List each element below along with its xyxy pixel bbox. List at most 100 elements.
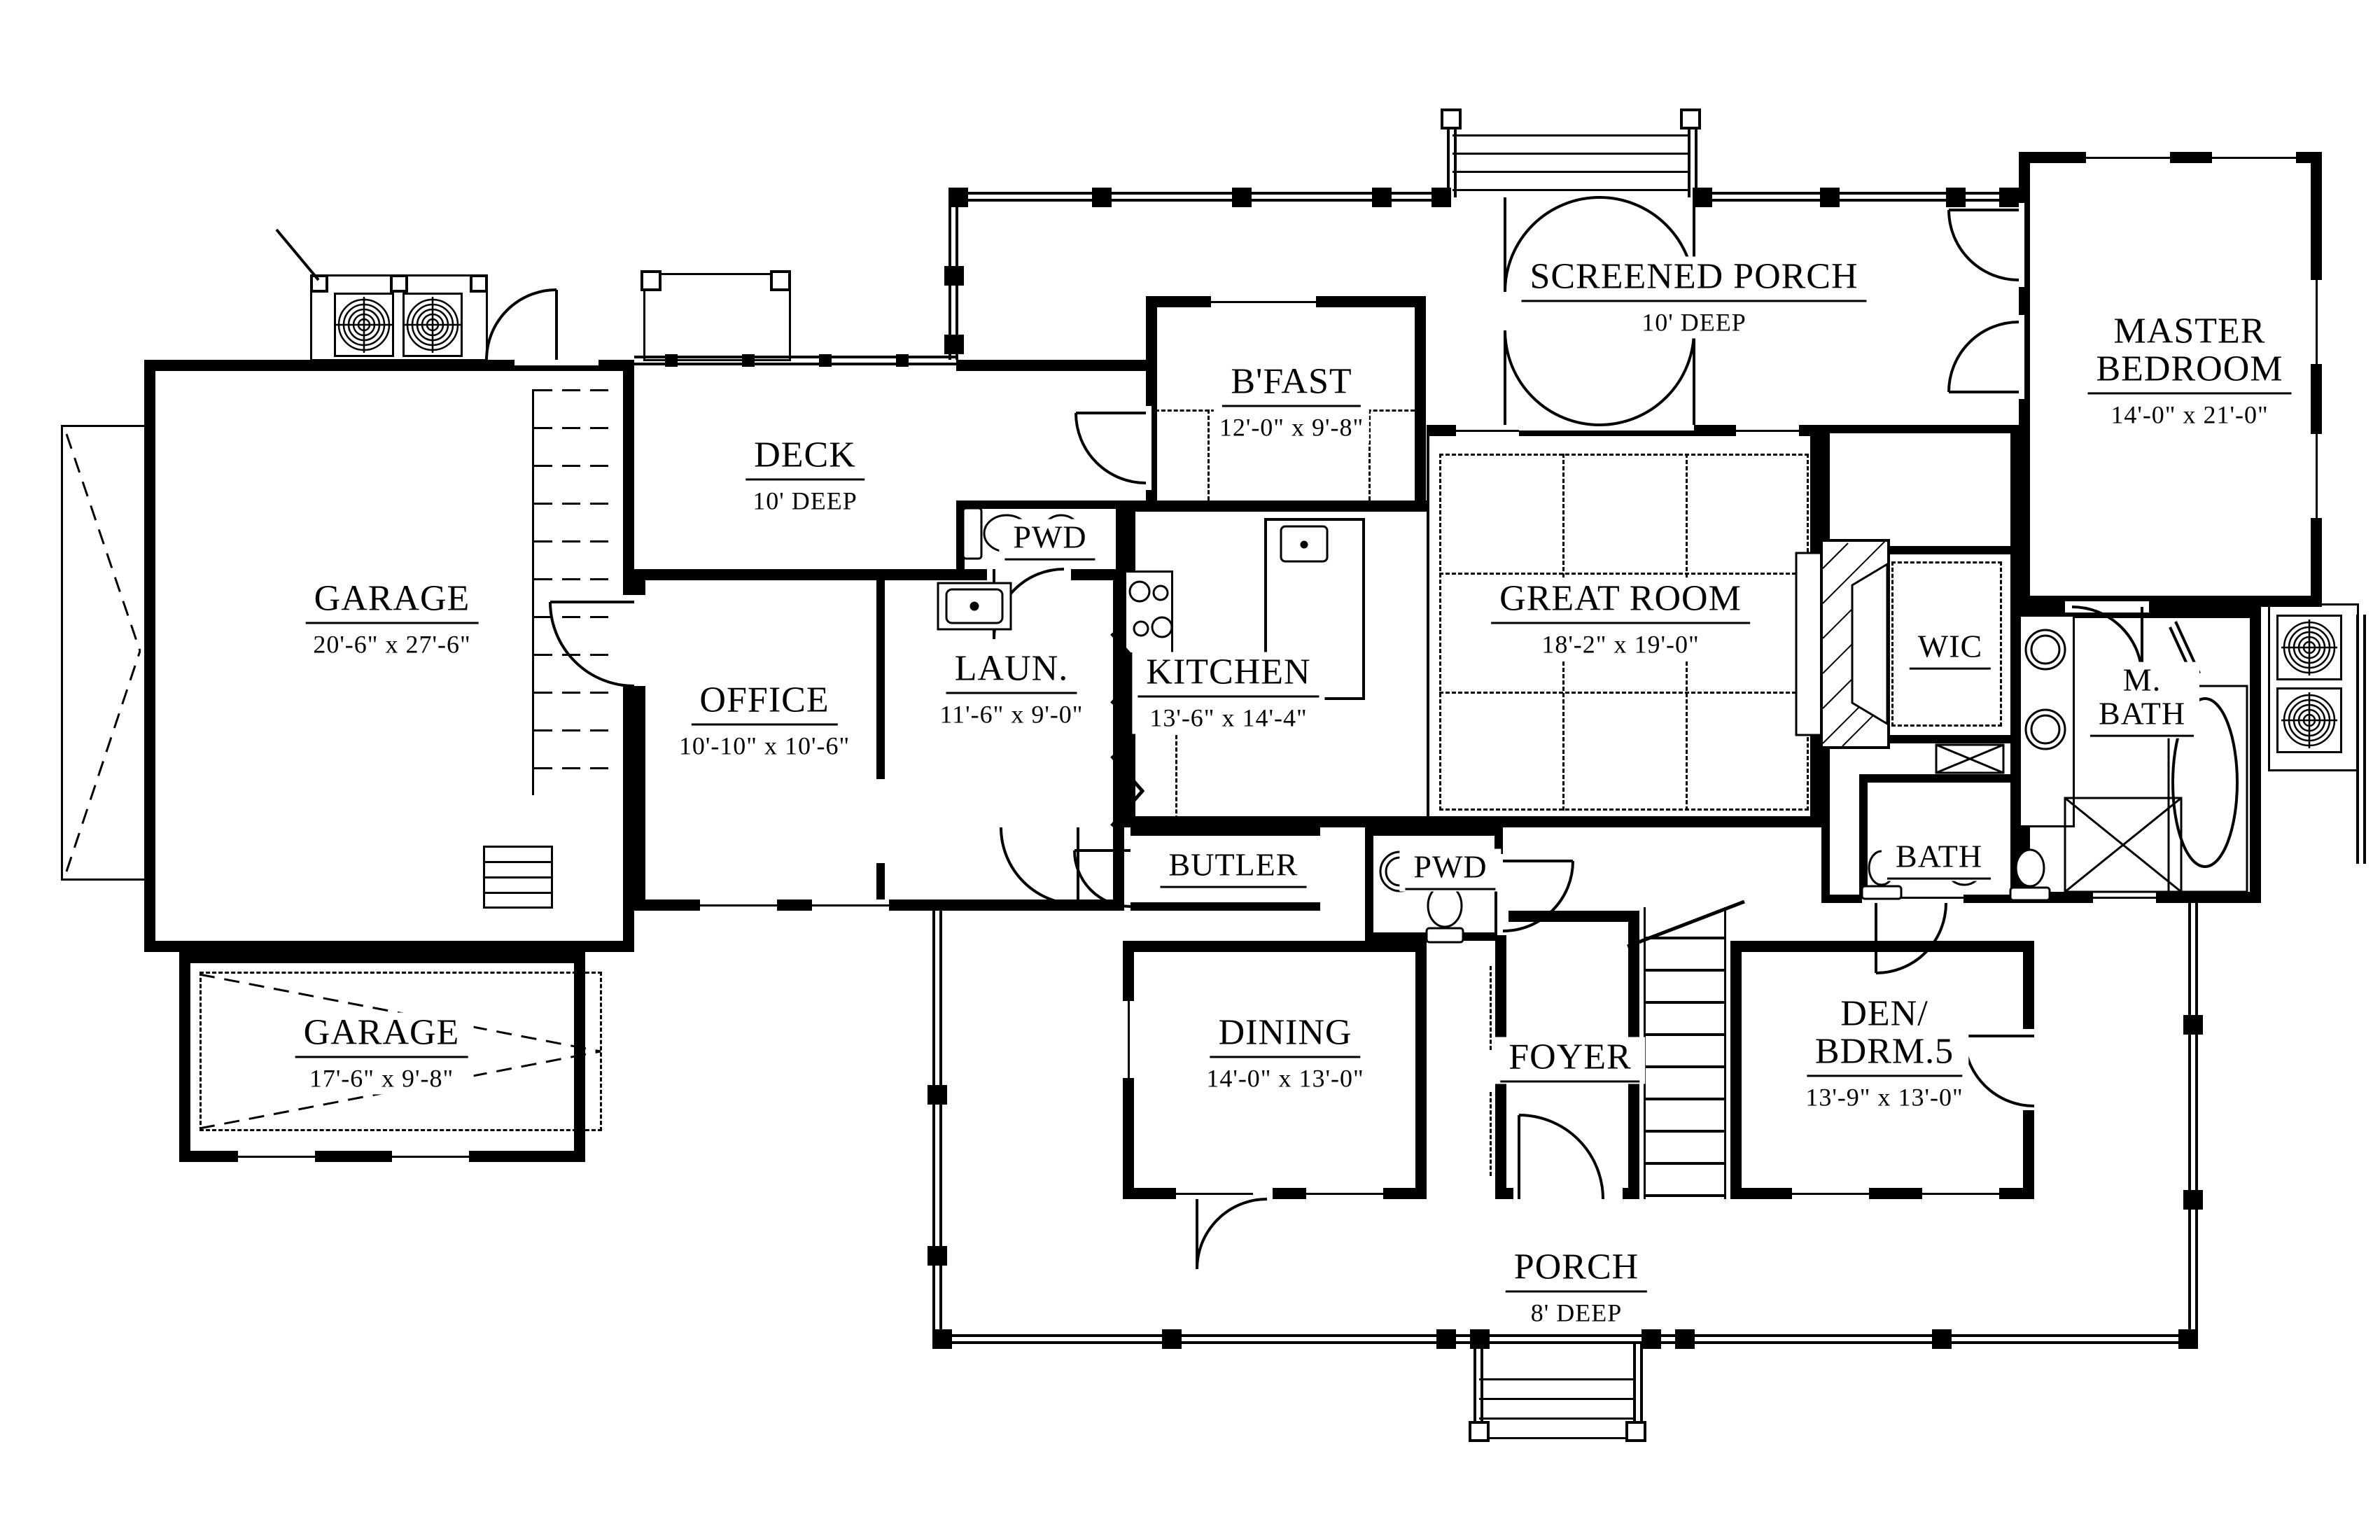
porch-railing-left (932, 911, 942, 1344)
screened-porch-wall (948, 192, 1450, 202)
porch-column (1932, 1329, 1952, 1349)
bfast-ceiling-line (1208, 410, 1210, 500)
wall-segment (876, 569, 885, 779)
door-opening (620, 595, 648, 686)
window (1922, 1188, 1999, 1199)
window (1900, 892, 1963, 903)
porch-column (948, 188, 968, 207)
door-arc (1073, 849, 1131, 908)
window (238, 1151, 315, 1162)
room-name-text: DECK (754, 435, 856, 475)
porch-column (927, 1246, 947, 1266)
deck-landing-newel (640, 270, 662, 291)
steps-newel (1625, 1421, 1646, 1442)
room-name: PWD (1004, 519, 1096, 561)
foyer-sidelight (1490, 966, 1492, 1050)
hvac-fan-icon (336, 297, 392, 353)
hvac-platform-newel (470, 274, 488, 293)
room-dims: 14'-0" x 13'-0" (1206, 1064, 1364, 1093)
room-name-text: BATH (1895, 838, 1983, 874)
room-name: WIC (1909, 628, 1991, 670)
porch-column (2183, 1190, 2203, 1210)
fireplace (1795, 539, 1890, 749)
room-dims: 12'-0" x 9'-8" (1219, 413, 1364, 442)
room-name-text: LAUN. (954, 648, 1069, 689)
window (2311, 280, 2322, 364)
porch-column (1675, 1329, 1695, 1349)
room-label-porch: PORCH 8' DEEP (1499, 1247, 1653, 1329)
window (1736, 425, 1799, 436)
room-name: KITCHEN (1138, 652, 1320, 698)
window (1176, 1188, 1253, 1199)
double-door-arc (1599, 330, 1695, 426)
porch-column (1436, 1329, 1456, 1349)
door-arc (1947, 321, 2019, 393)
room-name: BUTLER (1160, 846, 1307, 888)
round-sink (2024, 629, 2066, 671)
room-name-text: DEN/ (1840, 993, 1928, 1034)
window (2086, 152, 2170, 163)
room-label-great-room: GREAT ROOM 18'-2" x 19'-0" (1485, 578, 1756, 661)
room-name-text: GREAT ROOM (1499, 578, 1742, 619)
porch-column (944, 266, 964, 286)
room-label-kitchen: KITCHEN 13'-6" x 14'-4" (1132, 652, 1325, 734)
hvac-platform (2268, 603, 2359, 771)
porch-column (927, 1085, 947, 1105)
window (1792, 1188, 1869, 1199)
room-name: BATH (1886, 838, 1991, 880)
room-name-text: GARAGE (314, 578, 470, 619)
room-name-text: WIC (1917, 628, 1983, 664)
room-name-text: FOYER (1508, 1037, 1632, 1077)
front-door-arc (1518, 1114, 1604, 1200)
room-label-dining: DINING 14'-0" x 13'-0" (1200, 1012, 1370, 1095)
coffered-ceiling-line (1439, 573, 1809, 575)
room-label-powder1: PWD (999, 519, 1101, 562)
door-opening (1513, 1188, 1623, 1199)
porch-column (1432, 188, 1451, 207)
porch-column (944, 335, 964, 354)
door-arc (485, 288, 558, 360)
hvac-fan-icon (405, 297, 461, 353)
room-label-laundry: LAUN. 11'-6" x 9'-0" (934, 648, 1089, 731)
steps-newel (1469, 1421, 1490, 1442)
room-name: LAUN. (946, 650, 1077, 694)
room-name: PWD (1405, 850, 1496, 890)
hvac-platform-newel (310, 274, 328, 293)
room-label-master-bath: M.BATH (2084, 662, 2200, 738)
garage-bay-diagonals (65, 433, 141, 872)
double-door-arc (1504, 196, 1600, 293)
room-name: GREAT ROOM (1491, 580, 1750, 624)
room-label-screened-porch: SCREENED PORCH 10' DEEP (1516, 256, 1872, 339)
porch-column (2178, 1329, 2198, 1349)
room-label-deck: DECK 10' DEEP (740, 435, 870, 517)
room-name-text: SCREENED PORCH (1530, 256, 1858, 297)
deck-post (742, 354, 755, 367)
porch-column (1470, 1329, 1490, 1349)
deck-stair-stringer (275, 228, 320, 281)
steps-newel (1441, 108, 1462, 130)
door-opening (2023, 1029, 2034, 1110)
shower (2064, 797, 2183, 893)
porch-railing-right (2188, 903, 2198, 1344)
porch-column (2183, 1015, 2203, 1035)
room-name-text: PWD (1013, 519, 1087, 555)
door-opening (1140, 406, 1152, 490)
garage-stairs (532, 389, 614, 795)
screened-porch-steps (1452, 118, 1688, 192)
room-label-foyer: FOYER (1494, 1037, 1646, 1084)
room-name-text: BUTLER (1168, 846, 1298, 883)
beam-line (1427, 425, 1429, 827)
room-name-text: KITCHEN (1146, 652, 1311, 692)
wic-shelving (1891, 561, 2002, 727)
window (2093, 892, 2156, 903)
room-name: DECK (746, 435, 864, 481)
room-label-butler: BUTLER (1154, 846, 1312, 890)
porch-column (932, 1329, 952, 1349)
window (1306, 1188, 1383, 1199)
porch-column (1372, 188, 1392, 207)
porch-column (1946, 188, 1966, 207)
room-name: PORCH (1505, 1248, 1648, 1293)
room-name-text: GARAGE (303, 1012, 460, 1053)
